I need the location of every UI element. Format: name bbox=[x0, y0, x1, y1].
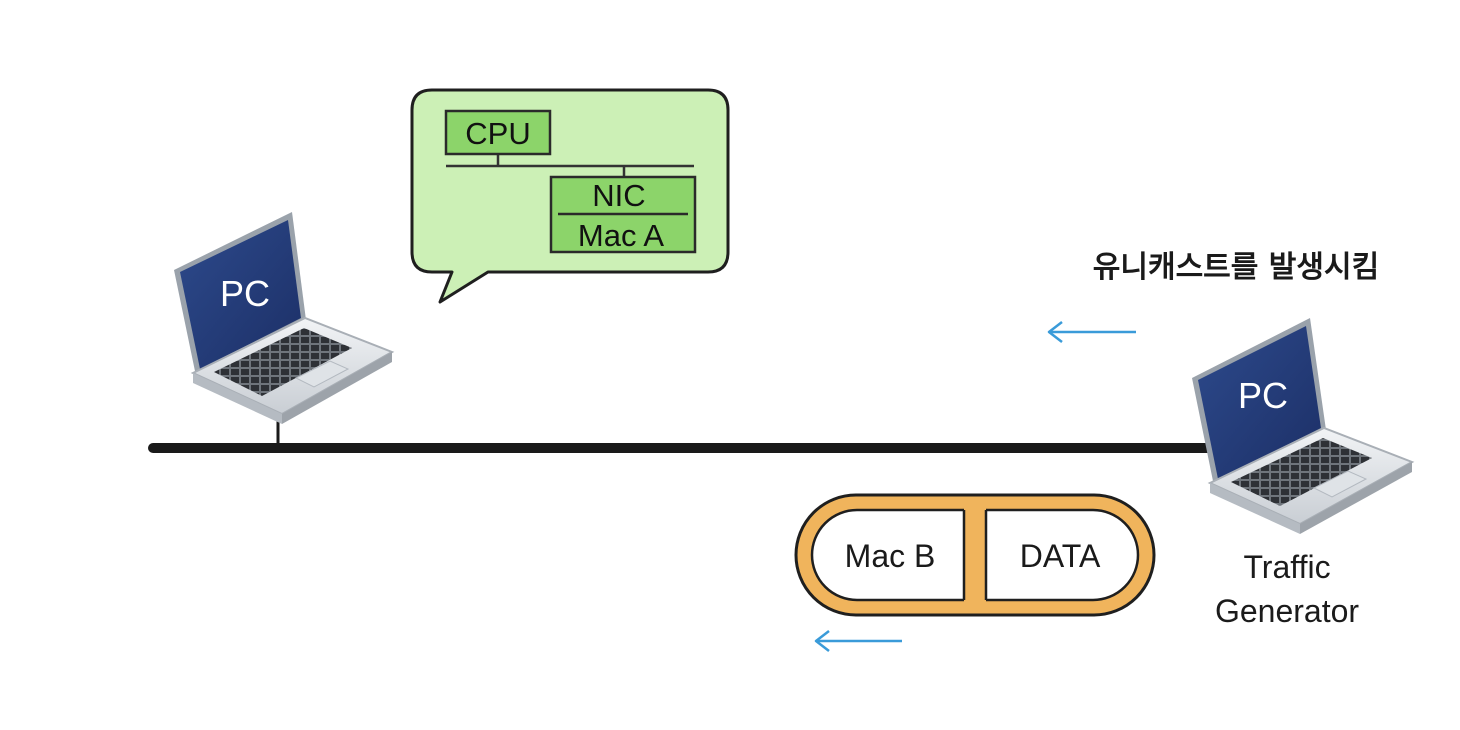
cpu-label: CPU bbox=[465, 116, 530, 151]
mac-a-label: Mac A bbox=[578, 218, 664, 253]
left-pc-laptop-icon: PC bbox=[174, 212, 395, 424]
arrow-left-icon bbox=[1047, 321, 1136, 343]
traffic-caption-line1: Traffic bbox=[1243, 549, 1330, 585]
left-pc-screen bbox=[180, 220, 301, 369]
left-pc-keyboard bbox=[214, 328, 352, 396]
right-pc-keyboard bbox=[1231, 438, 1372, 506]
cpu-box bbox=[444, 109, 552, 156]
right-pc-screen bbox=[1198, 326, 1321, 479]
arrow-left-icon bbox=[814, 630, 902, 652]
right-pc-label: PC bbox=[1238, 375, 1288, 416]
right-pc-laptop-icon: PC bbox=[1192, 318, 1415, 534]
unicast-action-text: 유니캐스트를 발생시킴 bbox=[1093, 250, 1379, 285]
packet-dest-mac: Mac B bbox=[845, 538, 936, 574]
packet-payload: DATA bbox=[1020, 538, 1101, 574]
traffic-caption-line2: Generator bbox=[1215, 593, 1359, 629]
left-pc-label: PC bbox=[220, 273, 270, 314]
callout-bubble: CPU NIC Mac A bbox=[410, 88, 730, 304]
nic-label: NIC bbox=[592, 178, 645, 213]
unicast-packet: Mac B DATA bbox=[794, 493, 1156, 617]
